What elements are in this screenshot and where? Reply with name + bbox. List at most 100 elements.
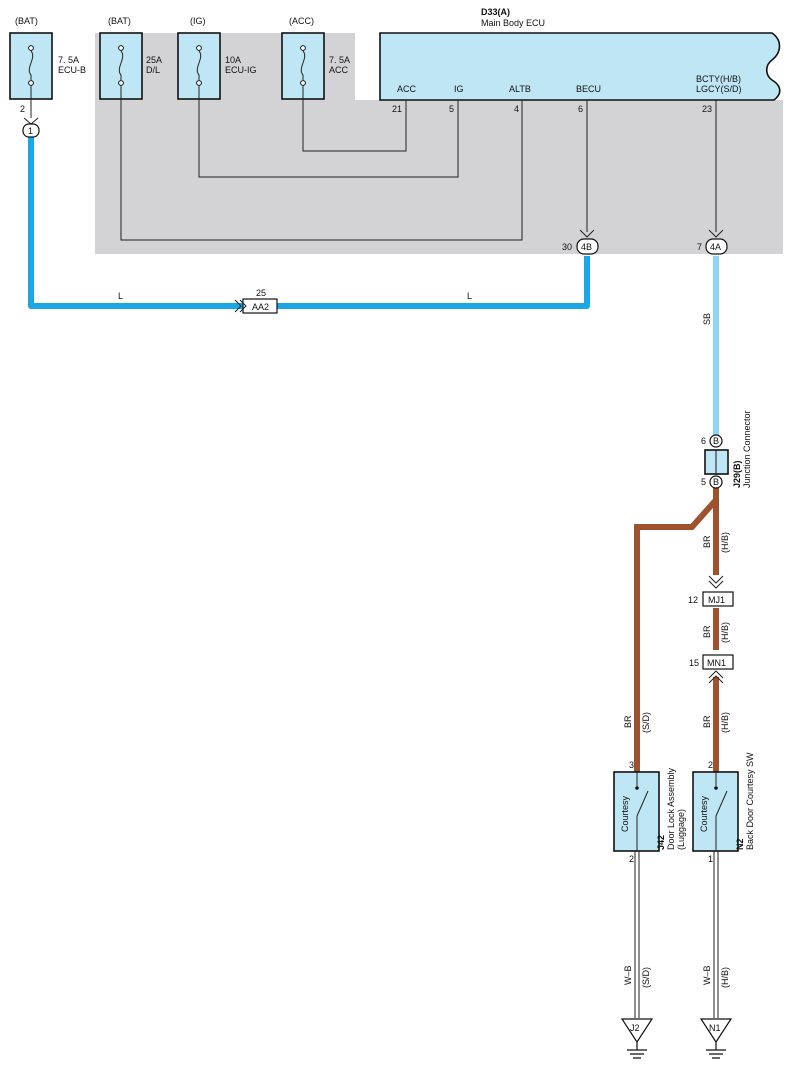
switch-pivot xyxy=(635,786,639,790)
wire-label-br: BR xyxy=(702,715,712,728)
wire-w-b xyxy=(634,851,640,1018)
junction-terminal-letter: B xyxy=(713,477,719,487)
switch-n2: 2 Courtesy 1 N2 Back Door Courtesy SW xyxy=(692,752,755,864)
connector-oval xyxy=(22,123,40,138)
connector-label: MN1 xyxy=(707,658,726,668)
switch-name-2: (Luggage) xyxy=(676,809,686,850)
wire-acc xyxy=(302,86,407,152)
wire-w-b xyxy=(713,851,719,1018)
connector-label: MJ1 xyxy=(708,595,725,605)
switch-pin-top: 2 xyxy=(708,760,713,770)
ground-symbol xyxy=(627,1042,647,1059)
fuse-rating: 25A xyxy=(146,55,162,65)
connector-arrow xyxy=(234,299,247,313)
wire-label-l: L xyxy=(118,291,123,301)
fuse-ecu-b: (BAT) 7. 5A ECU-B xyxy=(9,16,86,100)
connector-pin: 15 xyxy=(689,658,699,668)
connector-rect xyxy=(702,654,734,670)
junction-code: J29(B) xyxy=(732,460,742,488)
connector-arrow xyxy=(708,670,724,684)
connector-mn1: MN1 15 xyxy=(689,654,734,684)
junction-terminal xyxy=(709,475,723,489)
connector-pin: 7 xyxy=(697,242,702,252)
fuse-name: ACC xyxy=(329,65,349,75)
fuse-rating: 7. 5A xyxy=(58,55,79,65)
ecu-code: D33(A) xyxy=(481,7,510,17)
connector-pin: 12 xyxy=(688,595,698,605)
connector-4b: 4B 30 xyxy=(562,229,599,255)
connector-arrow xyxy=(708,229,724,238)
switch-pin-bottom: 2 xyxy=(629,854,634,864)
fuse-element xyxy=(118,50,124,80)
switch-pin-top: 3 xyxy=(629,760,634,770)
fuse-source-label: (BAT) xyxy=(15,16,38,26)
ecu-pin-number: 23 xyxy=(702,104,712,114)
ecu-pin-number: 5 xyxy=(449,104,454,114)
switch-code: N2 xyxy=(735,838,745,850)
ground-triangle xyxy=(620,1018,654,1044)
ecu-box xyxy=(379,32,781,101)
wire-label-br: BR xyxy=(702,625,712,638)
junction-terminal-letter: B xyxy=(713,436,719,446)
fuse-name: ECU-IG xyxy=(225,65,257,75)
wire-label-hb: (H/B) xyxy=(720,532,730,553)
fuse-terminal xyxy=(196,80,202,86)
fuse-source-label: (IG) xyxy=(190,16,206,26)
switch-inner-label: Courtesy xyxy=(620,795,630,832)
fuse-terminal xyxy=(118,80,124,86)
wire-label-sd: (S/D) xyxy=(641,712,651,733)
fuse-terminal xyxy=(28,80,34,86)
junction-name: Junction Connector xyxy=(742,410,752,488)
ecu-gray-area xyxy=(95,33,783,254)
fuse-source-label: (BAT) xyxy=(108,16,131,26)
ecu-pin-number: 21 xyxy=(392,104,402,114)
connector-rect xyxy=(242,298,278,314)
wire-label-l: L xyxy=(467,291,472,301)
switch-contact xyxy=(715,772,728,851)
main-body-ecu: D33(A) Main Body ECU ACC IG ALTB BECU BC… xyxy=(379,7,781,114)
connector-arrow xyxy=(579,229,595,238)
connector-arrow xyxy=(23,117,39,125)
junction-pin: 6 xyxy=(701,436,706,446)
fuse-pin-number: 2 xyxy=(20,104,25,114)
junction-pin: 5 xyxy=(701,477,706,487)
wire-label-br: BR xyxy=(702,535,712,548)
fuse-terminal xyxy=(28,45,34,51)
ground-label: J2 xyxy=(630,1023,640,1033)
wire-label-hb: (H/B) xyxy=(720,622,730,643)
switch-code: J42 xyxy=(656,835,666,850)
wire-label-br: BR xyxy=(623,715,633,728)
wire-altb xyxy=(120,86,523,241)
wire-l xyxy=(28,137,590,309)
ecu-pin-label: BCTY(H/B) xyxy=(696,74,741,84)
ecu-name: Main Body ECU xyxy=(481,18,545,28)
fuse-name: ECU-B xyxy=(58,65,86,75)
ground-n1: N1 xyxy=(699,1018,733,1059)
connector-aa2: AA2 25 xyxy=(234,288,278,314)
fuse-terminal xyxy=(118,45,124,51)
ground-label: N1 xyxy=(709,1023,721,1033)
connector-oval xyxy=(705,238,728,255)
fuse-terminal xyxy=(300,45,306,51)
ground-triangle xyxy=(699,1018,733,1044)
fuse-element xyxy=(196,50,202,80)
ecu-pin-label: BECU xyxy=(576,84,601,94)
fuse-terminal xyxy=(300,80,306,86)
connector-4a: 4A 7 xyxy=(697,229,728,255)
ecu-pin-label: ALTB xyxy=(509,84,531,94)
fuse-element xyxy=(28,50,34,80)
wire-label-wb: W–B xyxy=(702,965,712,985)
connector-pin: 30 xyxy=(562,242,572,252)
ground-j2: J2 xyxy=(620,1018,654,1059)
connector-label: 1 xyxy=(28,126,33,136)
fuse-name: D/L xyxy=(146,65,160,75)
ecu-pin-label: LGCY(S/D) xyxy=(696,84,742,94)
switch-name: Back Door Courtesy SW xyxy=(745,752,755,850)
connector-label: 4A xyxy=(710,242,721,252)
wire-br-branch xyxy=(634,498,719,772)
switch-inner-label: Courtesy xyxy=(699,795,709,832)
wire-label-wb: W–B xyxy=(623,965,633,985)
ground-symbol xyxy=(706,1042,726,1059)
ecu-pin-label: ACC xyxy=(397,84,417,94)
junction-connector-j29: B 6 B 5 J29(B) Junction Connector xyxy=(701,410,752,489)
